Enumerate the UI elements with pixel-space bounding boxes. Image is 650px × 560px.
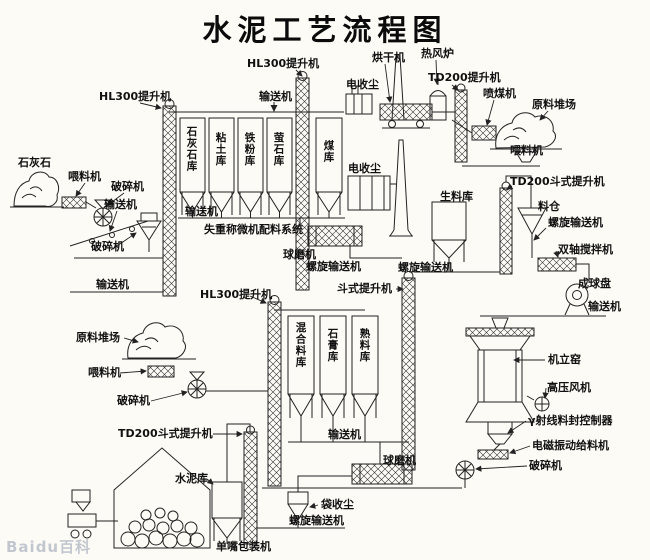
ball-mill-center-drawing <box>307 225 363 247</box>
shaft-kiln-drawing <box>465 317 535 445</box>
label-gypsum-silo: 石膏库 <box>326 328 339 363</box>
conveyor-below-silos-drawing <box>178 217 345 226</box>
elevator-td200-bottom-drawing <box>226 423 258 545</box>
elevator-td200-right-drawing <box>499 175 532 275</box>
label-shaft-kiln: 机立窑 <box>548 353 581 366</box>
label-ball-mill-bottom: 球磨机 <box>383 454 416 467</box>
conveyor-bottom-drawing <box>288 441 409 464</box>
label-ball-mill-center: 球磨机 <box>283 248 316 261</box>
top-conveyor-drawing <box>169 102 344 113</box>
label-crusher-4: 破碎机 <box>529 459 562 472</box>
label-screw-conveyor-center-2: 螺旋输送机 <box>398 261 453 274</box>
leader-lines <box>75 59 560 543</box>
label-raw-meal-silo: 生料库 <box>440 190 473 203</box>
screw-conveyor-center-1-drawing <box>349 246 402 259</box>
label-clinker-silo: 熟料库 <box>358 328 371 363</box>
crusher-2-drawing <box>136 212 162 252</box>
label-hopper: 料仓 <box>538 200 560 213</box>
label-pelletizing-disc: 成球盘 <box>578 277 611 290</box>
label-hl300-elevator-mid: HL300提升机 <box>200 288 273 301</box>
label-fluorite-silo: 萤石库 <box>272 132 285 167</box>
mid-silos-drawing <box>287 315 379 442</box>
label-conveyor-bottom: 输送机 <box>328 428 361 441</box>
label-conveyor-left-2: 输送机 <box>96 278 129 291</box>
label-td200-elevator: TD200提升机 <box>428 71 501 84</box>
elevator-hl300-mid-drawing <box>267 295 365 487</box>
label-conveyor-right: 输送机 <box>588 300 621 313</box>
electric-dust-collector-top-drawing <box>345 85 373 115</box>
ball-mill-bottom-drawing <box>297 463 413 492</box>
crusher-1-drawing <box>93 199 113 227</box>
label-conveyor-below-silos: 输送机 <box>185 205 218 218</box>
label-crusher-1: 破碎机 <box>111 180 144 193</box>
raw-material-pile-left-drawing <box>122 322 196 360</box>
label-crusher-2: 破碎机 <box>91 240 124 253</box>
label-hl300-elevator-left: HL300提升机 <box>99 90 172 103</box>
label-feeder-mid: 喂料机 <box>88 366 121 379</box>
label-iron-powder-silo: 铁粉库 <box>243 132 256 167</box>
label-bucket-elevator: 斗式提升机 <box>337 282 392 295</box>
bag-dust-collector-drawing <box>287 491 309 528</box>
label-batching-system: 失重称微机配料系统 <box>204 223 303 236</box>
feeder-mid-drawing <box>147 365 175 378</box>
label-raw-material-yard-left: 原料堆场 <box>76 331 120 344</box>
label-bag-dust-collector: 袋收尘 <box>321 498 354 511</box>
feeder-left-drawing <box>61 196 97 209</box>
label-dryer: 烘干机 <box>372 51 405 64</box>
inclined-conveyor-left-drawing <box>69 220 149 247</box>
label-electric-dust-collector-top: 电收尘 <box>346 78 379 91</box>
limestone-pile-drawing <box>10 171 64 208</box>
label-em-vibrating-feeder: 电磁振动给料机 <box>532 439 609 452</box>
raw-material-silos-drawing <box>179 117 343 218</box>
label-limestone-silo: 石灰石库 <box>185 126 198 172</box>
label-hl300-elevator-top: HL300提升机 <box>247 57 320 70</box>
label-crusher-3: 破碎机 <box>117 394 150 407</box>
label-screw-conveyor-right: 螺旋输送机 <box>548 216 603 229</box>
label-high-pressure-fan: 高压风机 <box>547 381 591 394</box>
raw-meal-silo-drawing <box>431 201 467 272</box>
label-coal-silo: 煤库 <box>322 140 335 163</box>
raw-material-pile-right-drawing <box>490 112 562 150</box>
label-electric-dust-collector-mid: 电收尘 <box>348 162 381 175</box>
label-screw-conveyor-center-1: 螺旋输送机 <box>306 260 361 273</box>
dryer-drawing <box>379 103 455 129</box>
electric-dust-collector-mid-drawing <box>347 175 396 211</box>
crusher-4-drawing <box>455 460 475 488</box>
label-conveyor-top: 输送机 <box>259 90 292 103</box>
label-cement-silo: 水泥库 <box>175 472 208 485</box>
label-td200-bucket-elevator-bottom: TD200斗式提升机 <box>118 427 213 440</box>
crusher-3-drawing <box>187 371 268 399</box>
watermark: Baidu百科 <box>6 538 92 556</box>
warehouse-drawing <box>113 447 211 549</box>
label-clay-silo: 粘土库 <box>214 132 227 167</box>
label-td200-bucket-elevator-right: TD200斗式提升机 <box>510 175 605 188</box>
cement-silo-drawing <box>211 481 243 544</box>
label-hot-air-furnace: 热风炉 <box>421 47 454 60</box>
hopper-drawing <box>517 207 547 258</box>
high-pressure-fan-drawing <box>526 395 550 412</box>
label-conveyor-left-1: 输送机 <box>104 198 137 211</box>
elevator-hl300-top-drawing <box>295 71 310 291</box>
label-coal-injector: 喷煤机 <box>483 87 516 100</box>
chimney-mid-drawing <box>389 139 413 237</box>
elevator-hl300-left-drawing <box>162 99 177 297</box>
page-title: 水泥工艺流程图 <box>202 13 448 47</box>
label-feeder-left: 喂料机 <box>68 170 101 183</box>
pelletizing-disc-drawing <box>564 283 590 316</box>
label-feeder-right: 喂料机 <box>510 144 543 157</box>
coal-injector-drawing <box>451 119 497 141</box>
label-limestone: 石灰石 <box>18 156 51 169</box>
bucket-elevator-center-drawing <box>401 271 416 471</box>
label-raw-material-yard-right: 原料堆场 <box>532 98 576 111</box>
label-gamma-ray-controller: γ射线料封控制器 <box>528 414 613 427</box>
label-mixture-silo: 混合料库 <box>294 322 307 368</box>
packer-machines-drawing <box>67 489 118 539</box>
em-vibrating-feeder-drawing <box>477 443 509 460</box>
label-screw-conveyor-bottom: 螺旋输送机 <box>289 514 344 527</box>
twin-shaft-mixer-drawing <box>537 257 590 283</box>
label-twin-shaft-mixer: 双轴搅拌机 <box>558 243 613 256</box>
label-single-spout-packer: 单嘴包装机 <box>216 540 271 553</box>
feeder-right-drawing <box>462 151 540 167</box>
